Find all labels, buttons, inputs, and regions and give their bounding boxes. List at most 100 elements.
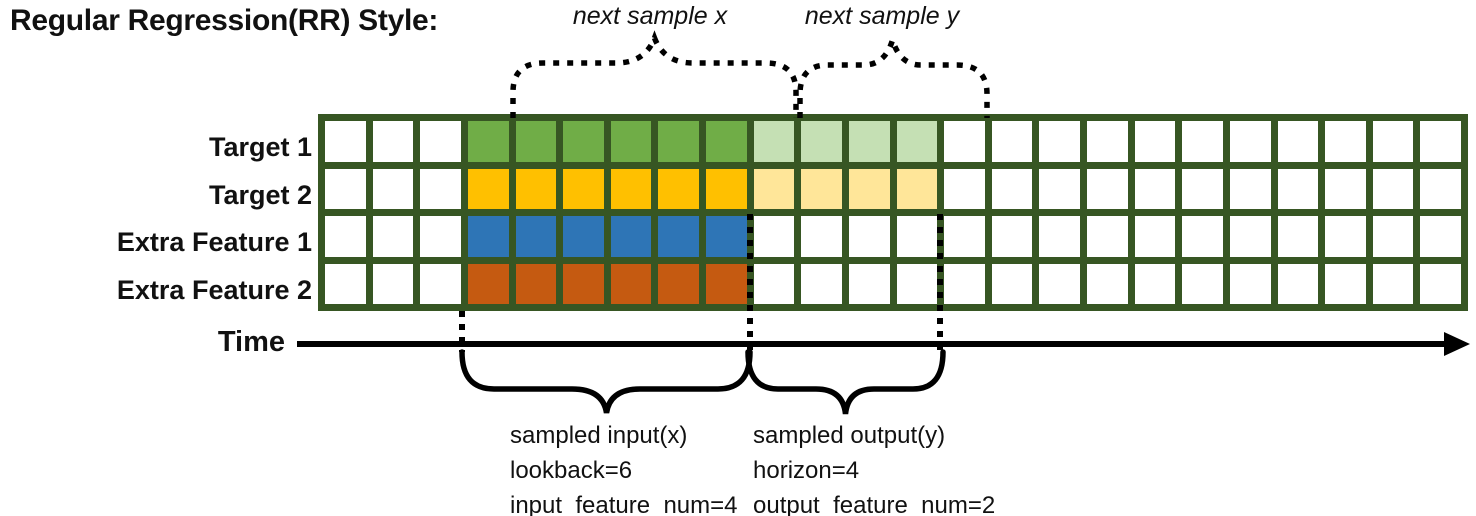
sample-grid bbox=[318, 114, 1468, 311]
grid-cell bbox=[801, 263, 842, 304]
grid-cell bbox=[1325, 216, 1366, 257]
next-sample-y-label: next sample y bbox=[804, 2, 960, 30]
grid-cell bbox=[1420, 121, 1461, 162]
grid-cell bbox=[896, 216, 938, 257]
grid-cell bbox=[1277, 216, 1319, 257]
grid-cell bbox=[610, 263, 652, 304]
grid-cell bbox=[325, 216, 366, 257]
grid-cell bbox=[325, 263, 366, 304]
grid-cell bbox=[1039, 168, 1080, 209]
grid-cell bbox=[991, 168, 1033, 209]
row-label: Extra Feature 2 bbox=[116, 274, 312, 305]
grid-cell bbox=[372, 263, 414, 304]
grid-cell bbox=[896, 168, 938, 209]
input-feature-num-value: input_feature_num=4 bbox=[510, 492, 738, 516]
grid-cell bbox=[1277, 121, 1319, 162]
grid-cell bbox=[1182, 216, 1223, 257]
grid-cell bbox=[801, 121, 842, 162]
row-label: Target 1 bbox=[208, 132, 312, 163]
grid-cell bbox=[753, 263, 795, 304]
grid-cell bbox=[991, 216, 1033, 257]
grid-cell bbox=[1229, 121, 1271, 162]
grid-cell bbox=[1229, 263, 1271, 304]
grid-cell bbox=[1420, 263, 1461, 304]
grid-cell bbox=[420, 263, 461, 304]
grid-cell bbox=[372, 168, 414, 209]
row-label: Target 2 bbox=[208, 179, 312, 210]
grid-cell bbox=[658, 263, 699, 304]
grid-cell bbox=[753, 121, 795, 162]
grid-cell bbox=[515, 121, 557, 162]
grid-cell bbox=[420, 216, 461, 257]
grid-cell bbox=[801, 168, 842, 209]
grid-cell bbox=[325, 168, 366, 209]
grid-cell bbox=[1134, 121, 1176, 162]
grid-cell bbox=[1182, 168, 1223, 209]
grid-cell bbox=[515, 168, 557, 209]
grid-cell bbox=[1039, 121, 1080, 162]
grid-cell bbox=[658, 216, 699, 257]
grid-cell bbox=[610, 168, 652, 209]
grid-cell bbox=[944, 121, 985, 162]
grid-cell bbox=[467, 168, 509, 209]
lookback-value: lookback=6 bbox=[510, 457, 633, 484]
grid-cell bbox=[1087, 168, 1128, 209]
diagram-title: Regular Regression(RR) Style: bbox=[10, 4, 439, 37]
brace-next-sample-y bbox=[797, 30, 990, 118]
grid-cell bbox=[467, 216, 509, 257]
grid-cell bbox=[991, 121, 1033, 162]
grid-cell bbox=[1420, 216, 1461, 257]
grid-cell bbox=[753, 216, 795, 257]
grid-cell bbox=[1325, 168, 1366, 209]
brace-sampled-input bbox=[459, 349, 753, 414]
grid-cell bbox=[515, 263, 557, 304]
grid-cell bbox=[1182, 121, 1223, 162]
sampled-output-title: sampled output(y) bbox=[753, 422, 946, 449]
grid-cell bbox=[1087, 216, 1128, 257]
grid-cell bbox=[658, 121, 699, 162]
output-feature-num-value: output_feature_num=2 bbox=[753, 492, 996, 516]
grid-cell bbox=[753, 168, 795, 209]
time-axis-arrow bbox=[297, 332, 1470, 356]
grid-cell bbox=[1229, 216, 1271, 257]
grid-cell bbox=[1372, 216, 1414, 257]
grid-cell bbox=[420, 168, 461, 209]
grid-cell bbox=[1325, 121, 1366, 162]
brace-sampled-output bbox=[745, 349, 946, 415]
grid-cell bbox=[467, 121, 509, 162]
grid-cell bbox=[325, 121, 366, 162]
sampled-output-note: sampled output(y) horizon=4 output_featu… bbox=[753, 418, 995, 516]
grid-cell bbox=[1087, 121, 1128, 162]
grid-cell bbox=[1039, 263, 1080, 304]
grid-cell bbox=[1277, 168, 1319, 209]
grid-cell bbox=[706, 216, 747, 257]
grid-cell bbox=[1372, 168, 1414, 209]
grid-cell bbox=[706, 121, 747, 162]
horizon-value: horizon=4 bbox=[753, 457, 860, 484]
grid-cell bbox=[420, 121, 461, 162]
grid-cell bbox=[1325, 263, 1366, 304]
brace-next-sample-x bbox=[510, 30, 799, 118]
grid-cell bbox=[1134, 216, 1176, 257]
grid-cell bbox=[467, 263, 509, 304]
grid-cell bbox=[848, 216, 890, 257]
grid-cell bbox=[1039, 216, 1080, 257]
grid-cell bbox=[706, 168, 747, 209]
grid-cell bbox=[1182, 263, 1223, 304]
grid-cell bbox=[944, 263, 985, 304]
grid-cell bbox=[610, 216, 652, 257]
grid-cell bbox=[801, 216, 842, 257]
grid-cell bbox=[991, 263, 1033, 304]
grid-cell bbox=[1087, 263, 1128, 304]
grid-cell bbox=[848, 168, 890, 209]
grid-cell bbox=[896, 263, 938, 304]
grid-cell bbox=[944, 216, 985, 257]
grid-cell bbox=[372, 216, 414, 257]
sampled-input-title: sampled input(x) bbox=[510, 422, 688, 449]
grid-cell bbox=[610, 121, 652, 162]
row-label: Extra Feature 1 bbox=[116, 227, 312, 258]
grid-cell bbox=[1372, 121, 1414, 162]
next-sample-x-label: next sample x bbox=[572, 2, 728, 30]
grid-cell bbox=[1134, 263, 1176, 304]
